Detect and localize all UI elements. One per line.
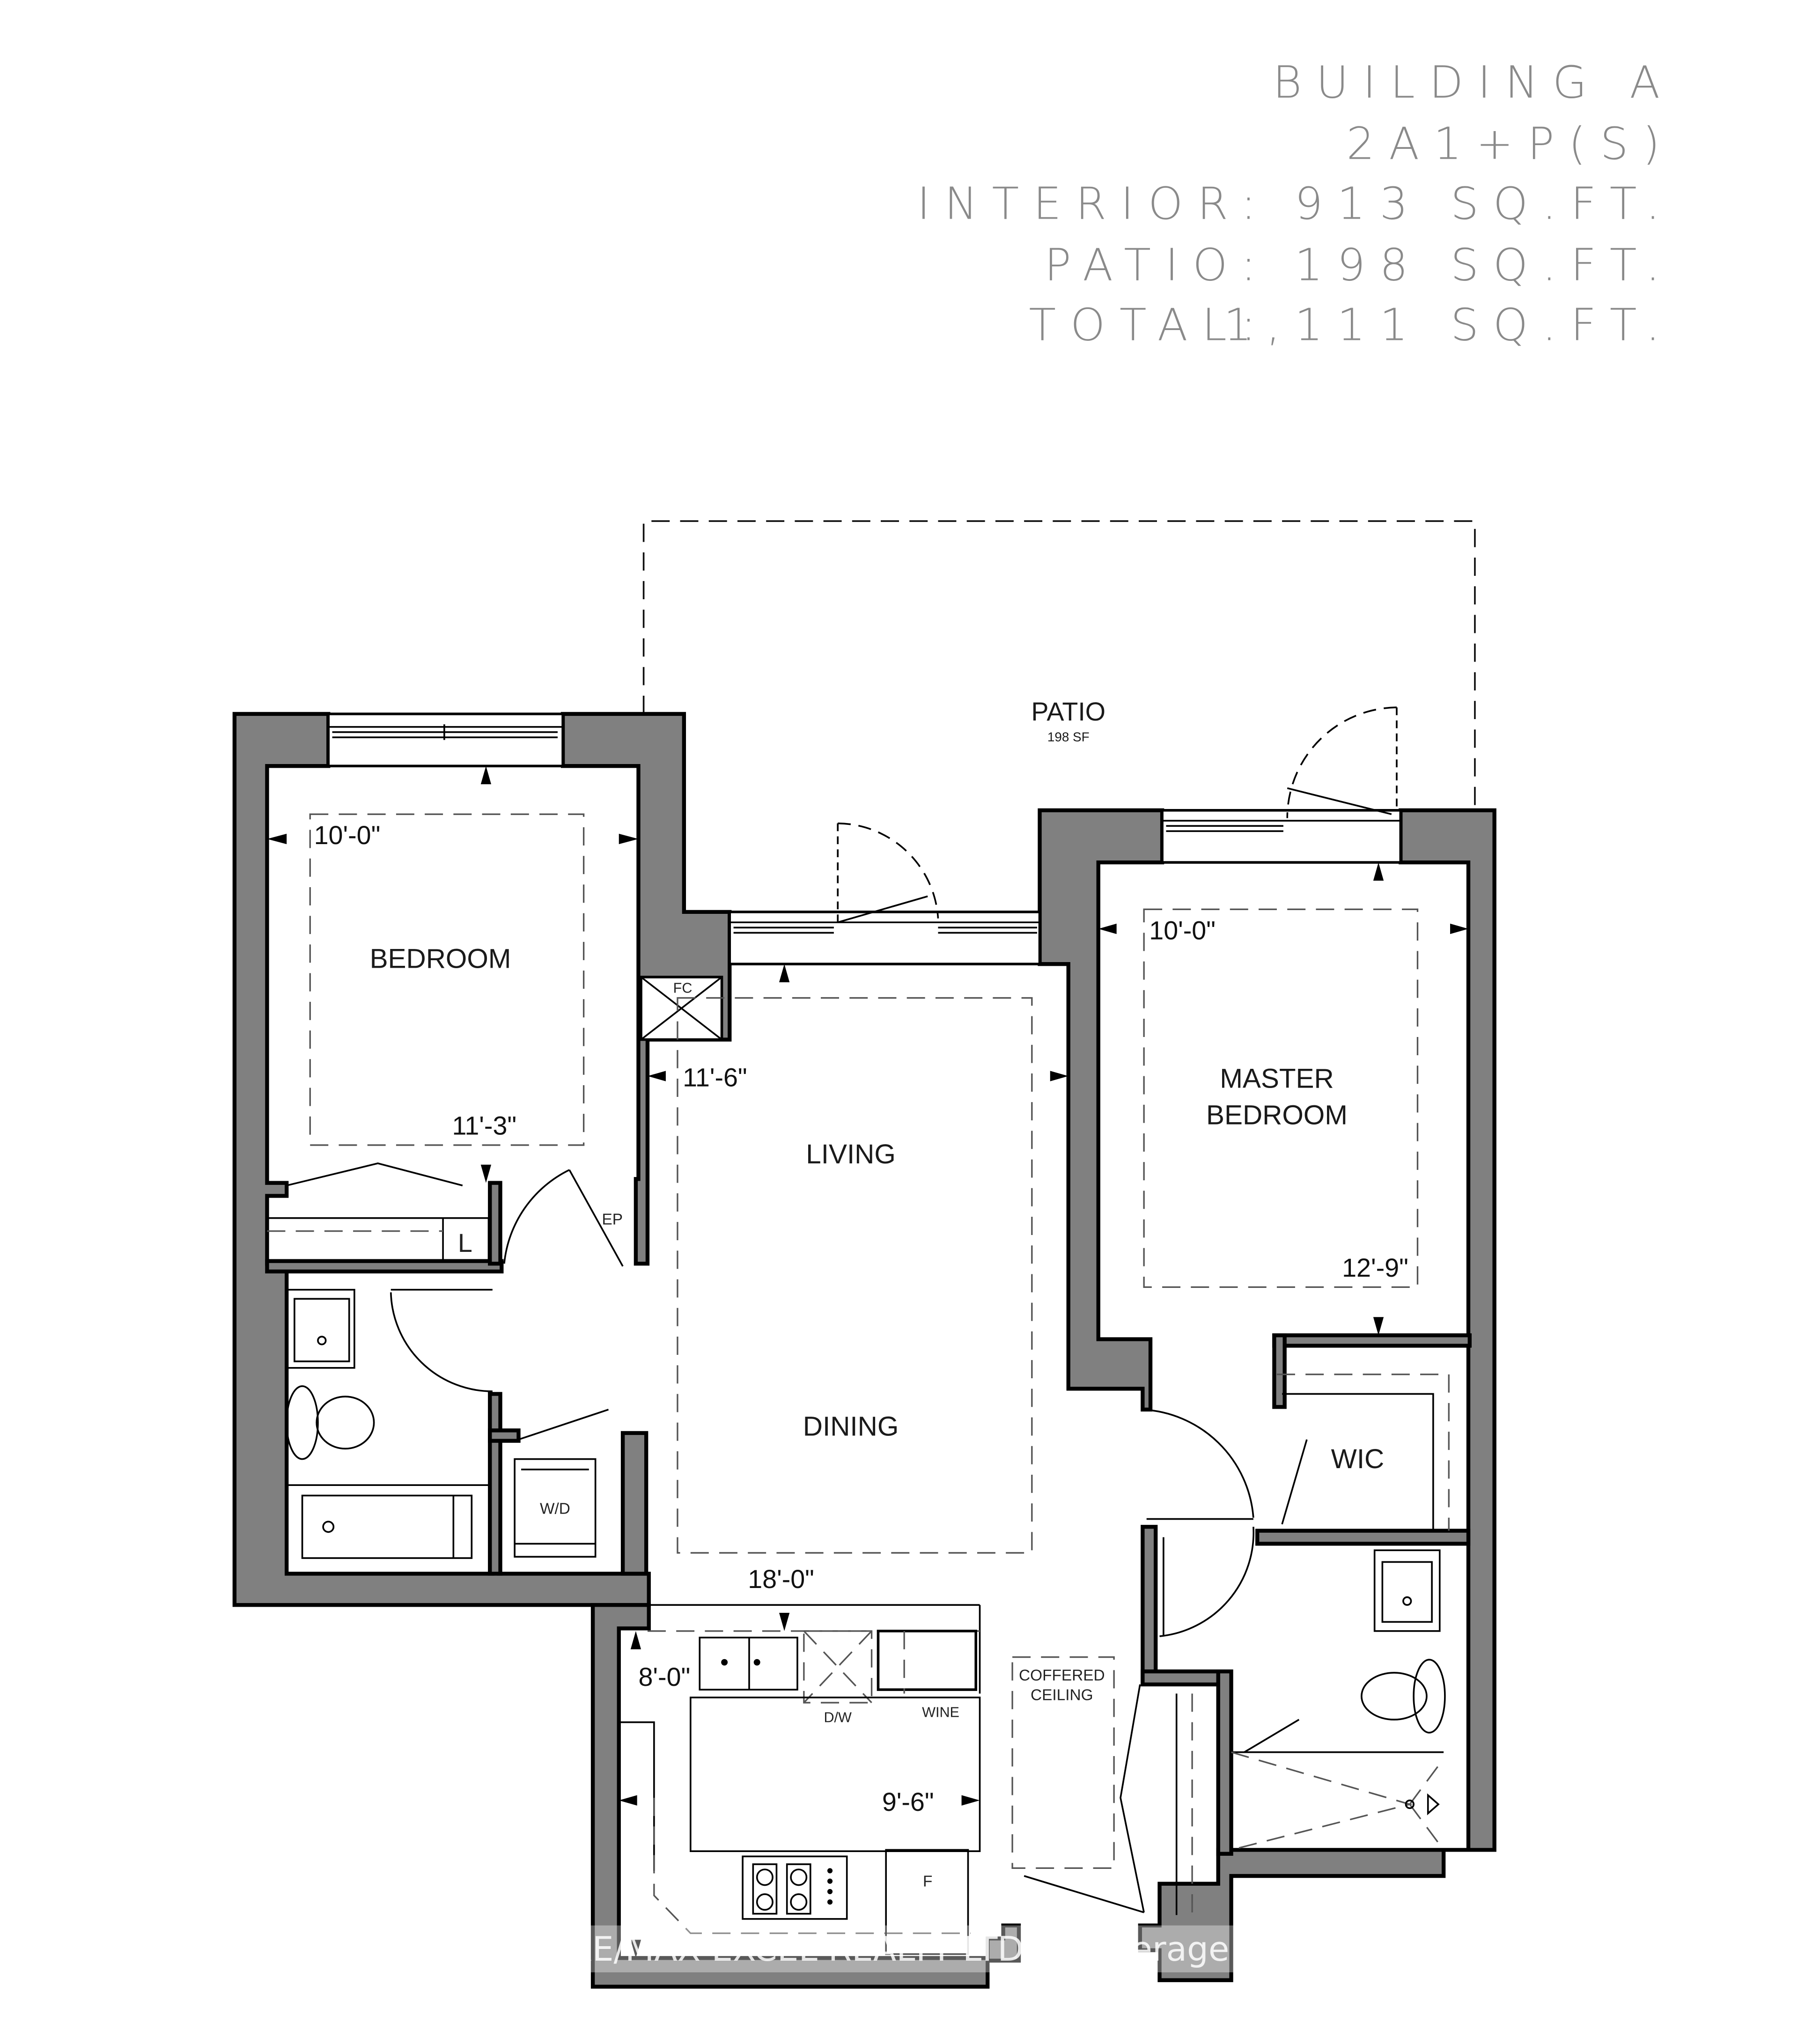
room-labels: PATIO 198 SF BEDROOM LIVING DINING MASTE… (370, 697, 1385, 1474)
building-name: BUILDING A (1273, 57, 1674, 109)
washer-dryer-label: W/D (540, 1500, 570, 1517)
interior-label: INTERIOR: (917, 178, 1270, 229)
linen-label: L (458, 1228, 472, 1257)
fridge-label: F (923, 1873, 932, 1890)
bedroom-length: 11'-3" (452, 1111, 517, 1140)
wine-fridge-label: WINE (922, 1705, 959, 1720)
patio-label: PATIO: (1045, 239, 1270, 291)
master-length: 12'-9" (1342, 1253, 1408, 1282)
bedroom-width: 10'-0" (314, 821, 381, 850)
doors (286, 706, 1398, 1913)
total-value: 1,111 SQ.FT. (1224, 299, 1674, 351)
living-label: LIVING (806, 1139, 896, 1169)
watermark-text: RE/MAX EXCEL REALTY LTD., Brokerage (569, 1930, 1230, 1969)
bedroom-label: BEDROOM (370, 944, 511, 974)
walls (232, 712, 1496, 1989)
coffered-line1: COFFERED (1019, 1667, 1105, 1684)
kitchen-depth: 8'-0" (638, 1662, 690, 1691)
patio-label: PATIO (1031, 697, 1105, 726)
total-label: TOTAL: (1029, 299, 1270, 351)
wic-label: WIC (1331, 1444, 1385, 1474)
unit-summary: BUILDING A 2A1+P(S) INTERIOR: 913 SQ.FT.… (917, 57, 1674, 351)
fan-coil-label: FC (673, 980, 693, 996)
room-outlines (309, 813, 1450, 1869)
dimension-arrows (267, 766, 1468, 1958)
master-width: 10'-0" (1149, 916, 1216, 945)
watermark: RE/MAX EXCEL REALTY LTD., Brokerage (537, 1925, 1260, 1972)
kitchen-width: 9'-6" (882, 1787, 934, 1816)
master-bedroom-line1: MASTER (1220, 1064, 1334, 1094)
dimension-labels: 10'-0" 11'-3" 11'-6" 10'-0" 12'-9" 18'-0… (314, 821, 1408, 1816)
living-width: 11'-6" (683, 1063, 747, 1092)
fixtures: L EP FC W/D D/W WINE (266, 980, 1446, 1955)
electrical-panel-label: EP (602, 1211, 623, 1228)
dining-label: DINING (803, 1411, 899, 1441)
patio-area: 198 SF (1047, 729, 1090, 744)
unit-type: 2A1+P(S) (1347, 118, 1674, 169)
patio-value: 198 SQ.FT. (1295, 239, 1674, 291)
dining-length: 18'-0" (748, 1565, 814, 1594)
dishwasher-label: D/W (824, 1710, 852, 1726)
master-bedroom-line2: BEDROOM (1206, 1100, 1348, 1130)
patio-outline (642, 520, 1476, 810)
windows (327, 713, 1402, 965)
coffered-line2: CEILING (1031, 1686, 1093, 1704)
interior-value: 913 SQ.FT. (1295, 178, 1674, 229)
